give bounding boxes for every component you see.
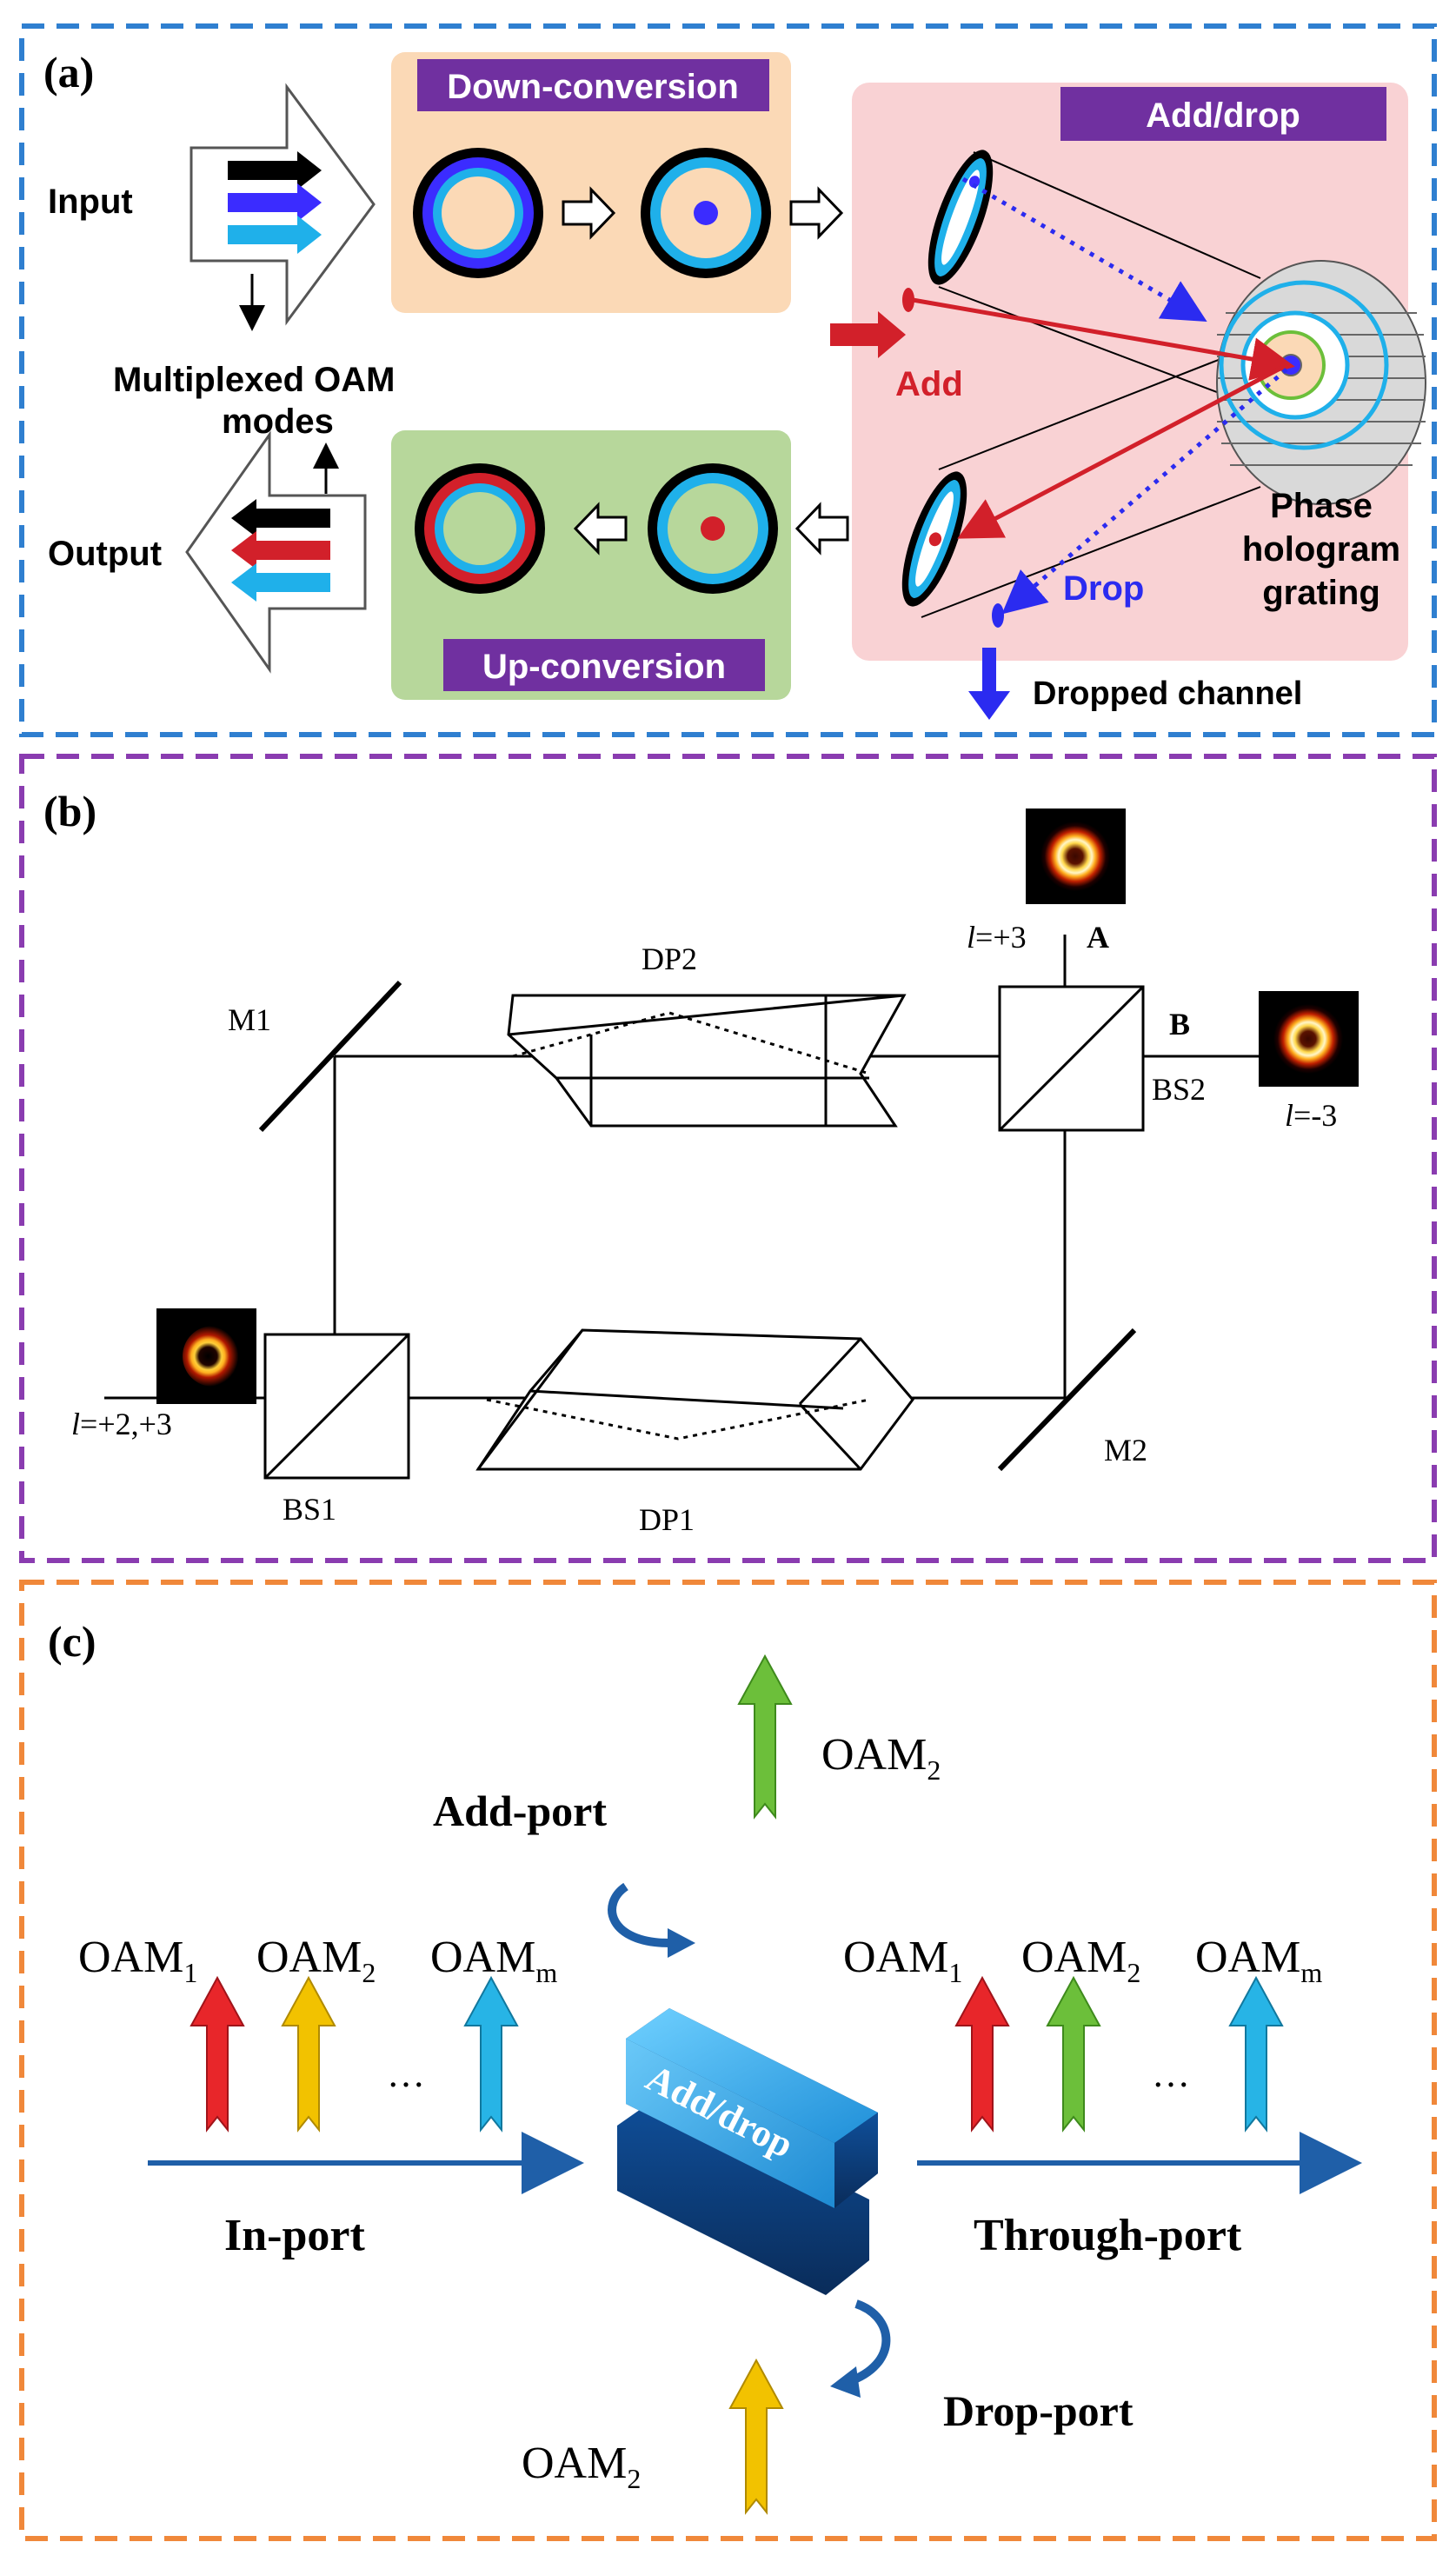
panel-b-label: (b) [43, 787, 96, 835]
hollow-arrow-left-icon [573, 502, 628, 556]
beam-profile-a-ring [1040, 822, 1110, 891]
multiplexed-label-1: Multiplexed OAM [113, 361, 395, 399]
label-dp1: DP1 [639, 1502, 695, 1537]
through-oam-2: OAM2 [1021, 1933, 1140, 1988]
in-port-label: In-port [224, 2211, 365, 2260]
label-l-b: l=-3 [1285, 1098, 1337, 1133]
in-oam-2: OAM2 [256, 1933, 376, 1988]
oam-ring-converted [641, 148, 771, 278]
oam-ring-input [413, 148, 543, 278]
in-ellipsis: … [387, 2053, 425, 2095]
add-port-curve-head [668, 1928, 695, 1958]
input-lens [927, 150, 994, 285]
in-oam-m: OAMm [430, 1933, 557, 1988]
label-port-b: B [1169, 1007, 1190, 1041]
label-l-input: l=+2,+3 [71, 1407, 172, 1441]
add-beam-out [957, 363, 1288, 539]
panel-a-label: (a) [43, 48, 94, 96]
dropped-channel-arrow [968, 648, 1010, 720]
add-drop-title: Add/drop [1146, 96, 1300, 135]
drop-port-curve-head [830, 2366, 861, 2398]
label-dp2: DP2 [642, 942, 697, 976]
hollow-arrow-left-icon [794, 502, 849, 556]
label-l-a: l=+3 [967, 920, 1027, 955]
drop-port-oam: OAM2 [522, 2439, 641, 2494]
phase-label-3: grating [1262, 574, 1380, 612]
drop-label: Drop [1063, 569, 1144, 608]
panel-c-frame [19, 1580, 1437, 2541]
label-bs1: BS1 [283, 1492, 336, 1527]
panel-b-frame [19, 754, 1437, 1563]
dropped-channel-label: Dropped channel [1033, 675, 1302, 712]
drop-port-curve-icon [846, 2299, 891, 2386]
drop-beam-in [961, 176, 1207, 323]
add-beam-in [912, 297, 1295, 381]
output-label: Output [48, 535, 162, 573]
through-arrow-green [1046, 1975, 1101, 2133]
in-oam-1: OAM1 [78, 1933, 197, 1988]
phase-label-1: Phase [1270, 487, 1373, 525]
phase-label-2: hologram [1242, 530, 1400, 569]
through-arrow-red [954, 1975, 1010, 2133]
input-beams-icon [228, 151, 322, 254]
beam-profile-b-ring [1273, 1004, 1343, 1074]
through-ellipsis: … [1152, 2053, 1190, 2095]
panel-a-frame [19, 23, 1437, 737]
label-m1: M1 [228, 1002, 271, 1037]
input-label: Input [48, 183, 133, 221]
in-arrow-yellow [281, 1975, 336, 2133]
drop-beam-spot [992, 603, 1004, 628]
through-oam-m: OAMm [1195, 1933, 1322, 1988]
add-input-arrow [830, 311, 906, 358]
panel-c-label: (c) [48, 1617, 96, 1666]
in-arrow-red [189, 1975, 245, 2133]
add-label: Add [895, 365, 963, 403]
output-lens [901, 471, 967, 607]
add-port-oam: OAM2 [821, 1730, 941, 1786]
add-port-curve-icon [608, 1882, 670, 1947]
dp1-internal-path [486, 1398, 870, 1441]
through-oam-1: OAM1 [843, 1933, 962, 1988]
through-port-label: Through-port [974, 2211, 1242, 2260]
through-arrow-cyan [1228, 1975, 1284, 2133]
hollow-arrow-icon [789, 186, 844, 240]
drop-beam-out [1001, 368, 1288, 615]
up-conversion-tag [443, 639, 765, 691]
output-beams-icon [231, 499, 330, 602]
add-port-arrow [737, 1654, 793, 1820]
in-arrow-cyan [463, 1975, 519, 2133]
add-beam-spot [902, 288, 914, 312]
beam-profile-input-ring [183, 1326, 243, 1387]
add-drop-tag [1060, 87, 1386, 141]
drop-port-arrow [728, 2358, 784, 2515]
multiplexed-label-2: modes [222, 403, 334, 441]
label-bs2: BS2 [1152, 1072, 1206, 1107]
label-m2: M2 [1104, 1433, 1147, 1467]
hollow-arrow-icon [562, 186, 616, 240]
oam-ring-added [648, 463, 778, 594]
label-port-a: A [1087, 920, 1109, 955]
panel-a: (a) Input Multiplexed OAM modes Down-con… [19, 23, 1437, 737]
optical-setup [104, 935, 1308, 1480]
panel-c: (c) OAM2 Add-port OAM1 OAM2 OAMm … In-po… [19, 1580, 1437, 2541]
drop-port-label: Drop-port [943, 2386, 1134, 2435]
down-conversion-tag [417, 59, 769, 111]
add-port-label: Add-port [433, 1787, 607, 1835]
add-drop-device [617, 2008, 878, 2295]
up-conversion-label: Up-conversion [482, 648, 726, 686]
down-conversion-label: Down-conversion [447, 68, 739, 106]
oam-ring-output [415, 463, 545, 594]
panel-b: (b) [19, 754, 1437, 1563]
